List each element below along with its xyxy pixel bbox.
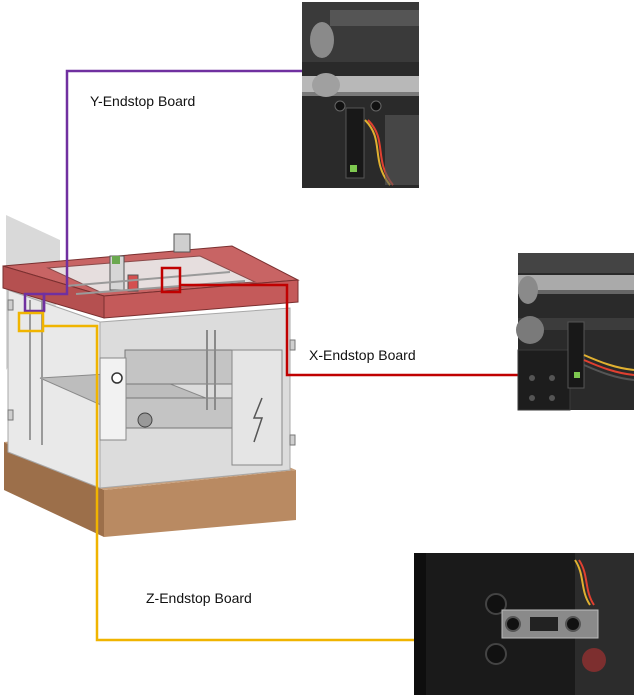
x-endstop-leader: [160, 266, 518, 377]
x-endstop-label: X-Endstop Board: [309, 347, 416, 363]
printer-top-spool-holder: [173, 233, 191, 253]
y-endstop-label: Y-Endstop Board: [90, 93, 196, 109]
printer-base-front: [104, 470, 296, 537]
x-endstop-board-photo: [516, 253, 635, 411]
printer-base-left: [4, 442, 104, 537]
y-endstop-board-photo: [302, 2, 419, 188]
printer-illustration: [2, 215, 300, 537]
z-endstop-leader-line: [43, 324, 414, 642]
printer-knob: [111, 372, 123, 384]
printer-x-motor: [127, 274, 139, 292]
printer-electronics-box: [231, 349, 283, 466]
y-endstop-leader: [23, 69, 302, 313]
printer-gantry-front: [124, 349, 236, 385]
y-endstop-highlight-box: [23, 292, 46, 313]
z-endstop-label: Z-Endstop Board: [146, 590, 252, 606]
printer-door-strip: [99, 357, 127, 441]
z-endstop-board-photo: [414, 553, 634, 695]
z-endstop-leader: [17, 311, 414, 642]
x-endstop-leader-line: [180, 283, 518, 377]
lightning-bolt-icon: [252, 397, 264, 443]
z-endstop-highlight-box: [17, 311, 45, 333]
x-endstop-highlight-box: [160, 266, 182, 294]
printer-logo-circle: [137, 412, 153, 428]
